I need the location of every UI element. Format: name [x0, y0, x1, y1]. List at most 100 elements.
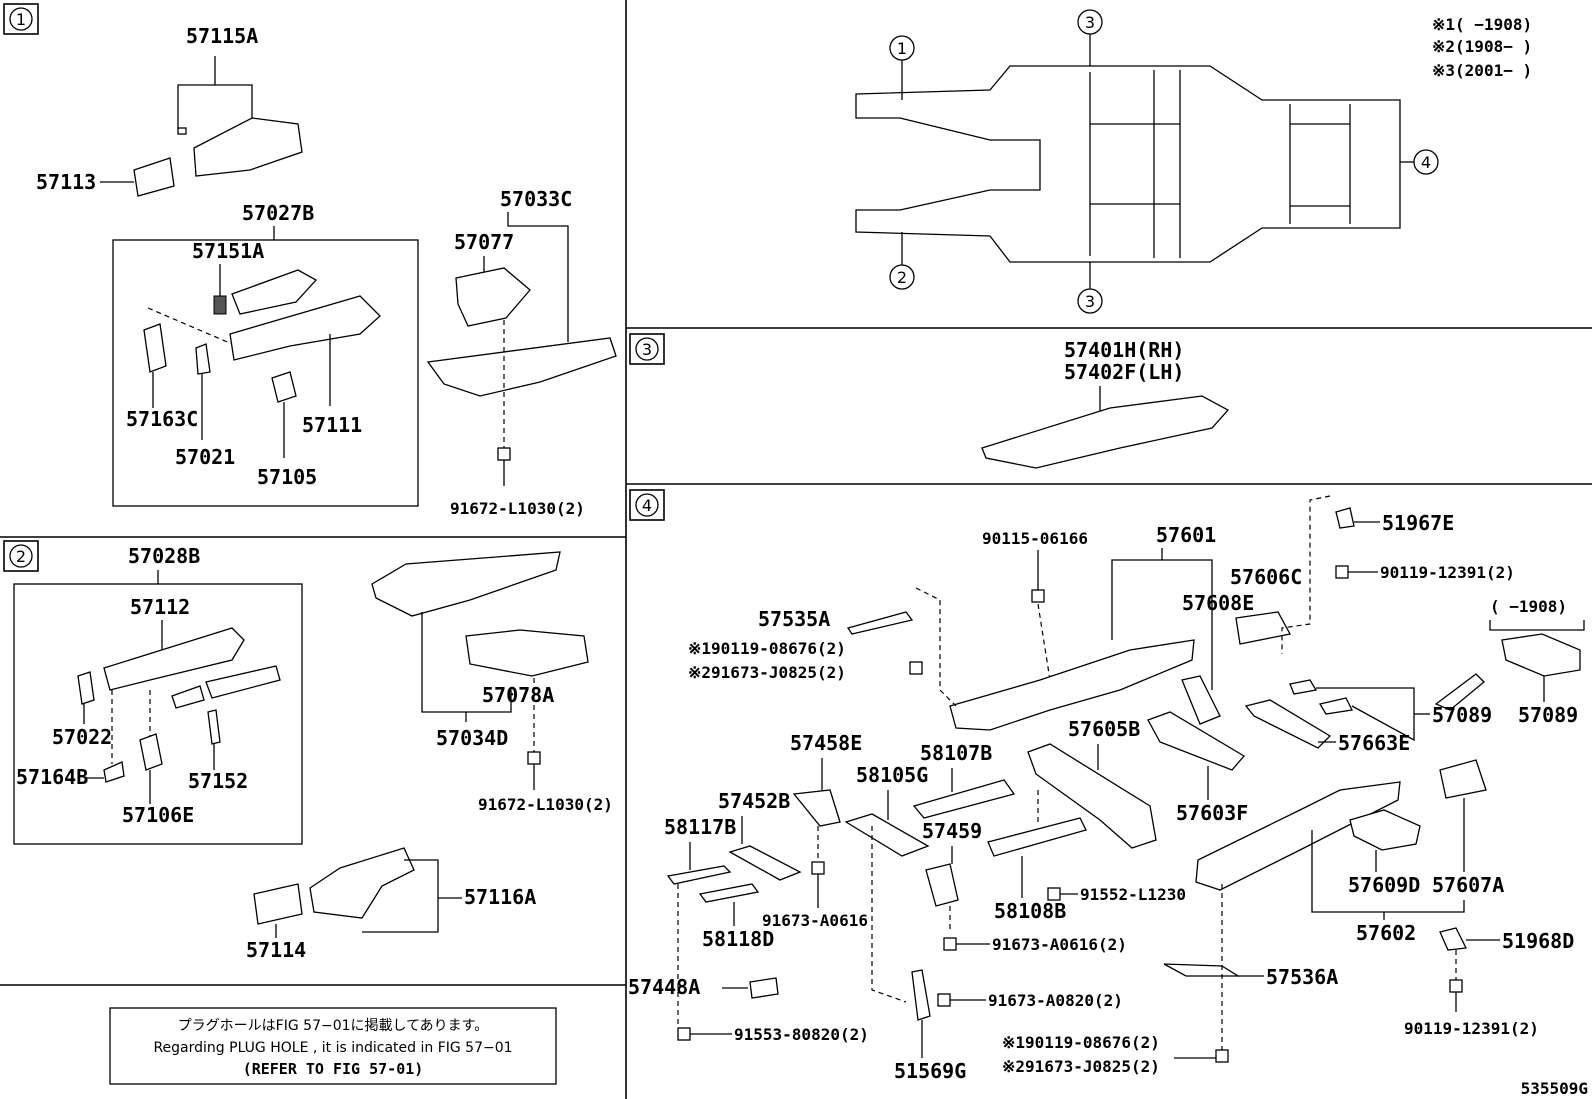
- part-57022[interactable]: [77, 671, 95, 705]
- label-57163C[interactable]: 57163C: [126, 407, 198, 431]
- label-57607A[interactable]: 57607A: [1432, 873, 1504, 897]
- label-bolt-90119-12391-bottom[interactable]: 90119-12391(2): [1404, 1019, 1539, 1038]
- label-51967E[interactable]: 51967E: [1382, 511, 1454, 535]
- label-57603F[interactable]: 57603F: [1176, 801, 1248, 825]
- label-57115A[interactable]: 57115A: [186, 24, 258, 48]
- part-57605B[interactable]: [1027, 743, 1157, 849]
- overview-callout-3-bottom[interactable]: 3: [1085, 292, 1095, 311]
- part-57116A[interactable]: [309, 847, 415, 919]
- part-57112[interactable]: [103, 627, 245, 691]
- label-57112[interactable]: 57112: [130, 595, 190, 619]
- part-57535A[interactable]: [846, 611, 914, 635]
- label-57605B[interactable]: 57605B: [1068, 717, 1140, 741]
- part-58117B[interactable]: [666, 865, 732, 885]
- part-57089-bracket-a[interactable]: [1289, 679, 1318, 695]
- label-57077[interactable]: 57077: [454, 230, 514, 254]
- label-58118D[interactable]: 58118D: [702, 927, 774, 951]
- label-57452B[interactable]: 57452B: [718, 789, 790, 813]
- part-57601[interactable]: [949, 639, 1195, 731]
- part-57602[interactable]: [1195, 781, 1401, 891]
- part-57115A[interactable]: [193, 117, 303, 177]
- section-marker-2[interactable]: 2: [3, 540, 39, 572]
- part-57459[interactable]: [925, 863, 959, 907]
- part-57077[interactable]: [455, 267, 531, 327]
- part-57452B[interactable]: [728, 845, 802, 881]
- label-57606C[interactable]: 57606C: [1230, 565, 1302, 589]
- label-note-2-91673-J0825-b[interactable]: ※291673-J0825(2): [1002, 1057, 1160, 1076]
- part-57152[interactable]: [207, 709, 221, 745]
- label-57028B[interactable]: 57028B: [128, 544, 200, 568]
- part-51569G[interactable]: [911, 969, 931, 1021]
- label-bolt-91673-A0616-2[interactable]: 91673-A0616(2): [992, 935, 1127, 954]
- part-57607A[interactable]: [1439, 759, 1487, 799]
- label-bolt-91553-80820[interactable]: 91553-80820(2): [734, 1025, 869, 1044]
- part-57033C[interactable]: [426, 337, 617, 397]
- section-marker-4[interactable]: 4: [629, 489, 665, 521]
- part-57401H-57402F[interactable]: [981, 395, 1230, 469]
- label-note-1-90119-08676-b[interactable]: ※190119-08676(2): [1002, 1033, 1160, 1052]
- label-note-2-91673-J0825-a[interactable]: ※291673-J0825(2): [688, 663, 846, 682]
- label-57458E[interactable]: 57458E: [790, 731, 862, 755]
- overview-callout-2[interactable]: 2: [897, 268, 907, 287]
- part-58118D[interactable]: [698, 883, 760, 903]
- part-57089-early[interactable]: [1501, 633, 1581, 677]
- part-57105[interactable]: [271, 371, 297, 403]
- label-57106E[interactable]: 57106E: [122, 803, 194, 827]
- label-bolt-91673-A0616[interactable]: 91673-A0616: [762, 911, 868, 930]
- label-58108B[interactable]: 58108B: [994, 899, 1066, 923]
- part-57106E[interactable]: [139, 733, 163, 771]
- part-57151A[interactable]: [231, 269, 318, 315]
- label-bolt-91672-L1030-s1[interactable]: 91672-L1030(2): [450, 499, 585, 518]
- part-57112-sub[interactable]: [171, 685, 205, 709]
- label-57033C[interactable]: 57033C: [500, 187, 572, 211]
- label-note-1-90119-08676-a[interactable]: ※190119-08676(2): [688, 639, 846, 658]
- part-58107B[interactable]: [912, 779, 1016, 819]
- part-57021[interactable]: [195, 343, 211, 375]
- frame-outline[interactable]: [855, 65, 1401, 263]
- label-57401H-RH[interactable]: 57401H(RH): [1064, 338, 1184, 362]
- label-57152[interactable]: 57152: [188, 769, 248, 793]
- part-57089-bracket-b[interactable]: [1318, 697, 1353, 715]
- part-57111[interactable]: [229, 295, 381, 361]
- label-57089[interactable]: 57089: [1432, 703, 1492, 727]
- label-57111[interactable]: 57111: [302, 413, 362, 437]
- label-58117B[interactable]: 58117B: [664, 815, 736, 839]
- label-bolt-91673-A0820[interactable]: 91673-A0820(2): [988, 991, 1123, 1010]
- part-57603F[interactable]: [1147, 711, 1245, 771]
- part-57458E[interactable]: [792, 789, 841, 827]
- label-bolt-91672-L1030-s2[interactable]: 91672-L1030(2): [478, 795, 613, 814]
- overview-callout-4[interactable]: 4: [1421, 153, 1431, 172]
- part-51967E[interactable]: [1335, 507, 1355, 529]
- label-57663E[interactable]: 57663E: [1338, 731, 1410, 755]
- label-57402F-LH[interactable]: 57402F(LH): [1064, 360, 1184, 384]
- part-57536A[interactable]: [1163, 963, 1241, 977]
- label-57027B[interactable]: 57027B: [242, 201, 314, 225]
- part-57078A[interactable]: [465, 629, 589, 677]
- part-51968D[interactable]: [1439, 927, 1467, 951]
- overview-callout-1[interactable]: 1: [897, 39, 907, 58]
- part-58105G[interactable]: [844, 813, 930, 857]
- part-58108B[interactable]: [987, 817, 1087, 857]
- label-57021[interactable]: 57021: [175, 445, 235, 469]
- part-57448A[interactable]: [749, 977, 779, 999]
- section-marker-1[interactable]: 1: [3, 3, 39, 35]
- label-57114[interactable]: 57114: [246, 938, 306, 962]
- section-marker-3[interactable]: 3: [629, 333, 665, 365]
- label-57022[interactable]: 57022: [52, 725, 112, 749]
- label-bolt-91552-L1230[interactable]: 91552-L1230: [1080, 885, 1186, 904]
- label-57105[interactable]: 57105: [257, 465, 317, 489]
- label-57448A[interactable]: 57448A: [628, 975, 700, 999]
- part-57113[interactable]: [133, 157, 175, 197]
- part-57034D[interactable]: [371, 551, 561, 617]
- label-51968D[interactable]: 51968D: [1502, 929, 1574, 953]
- label-57602[interactable]: 57602: [1356, 921, 1416, 945]
- label-57089-early[interactable]: 57089: [1518, 703, 1578, 727]
- part-57606C[interactable]: [1235, 611, 1291, 645]
- label-57116A[interactable]: 57116A: [464, 885, 536, 909]
- label-57601[interactable]: 57601: [1156, 523, 1216, 547]
- label-57536A[interactable]: 57536A: [1266, 965, 1338, 989]
- part-57164B[interactable]: [103, 761, 125, 783]
- label-57078A[interactable]: 57078A: [482, 683, 554, 707]
- part-57608E[interactable]: [1181, 675, 1221, 725]
- part-57112-bracket[interactable]: [205, 665, 281, 699]
